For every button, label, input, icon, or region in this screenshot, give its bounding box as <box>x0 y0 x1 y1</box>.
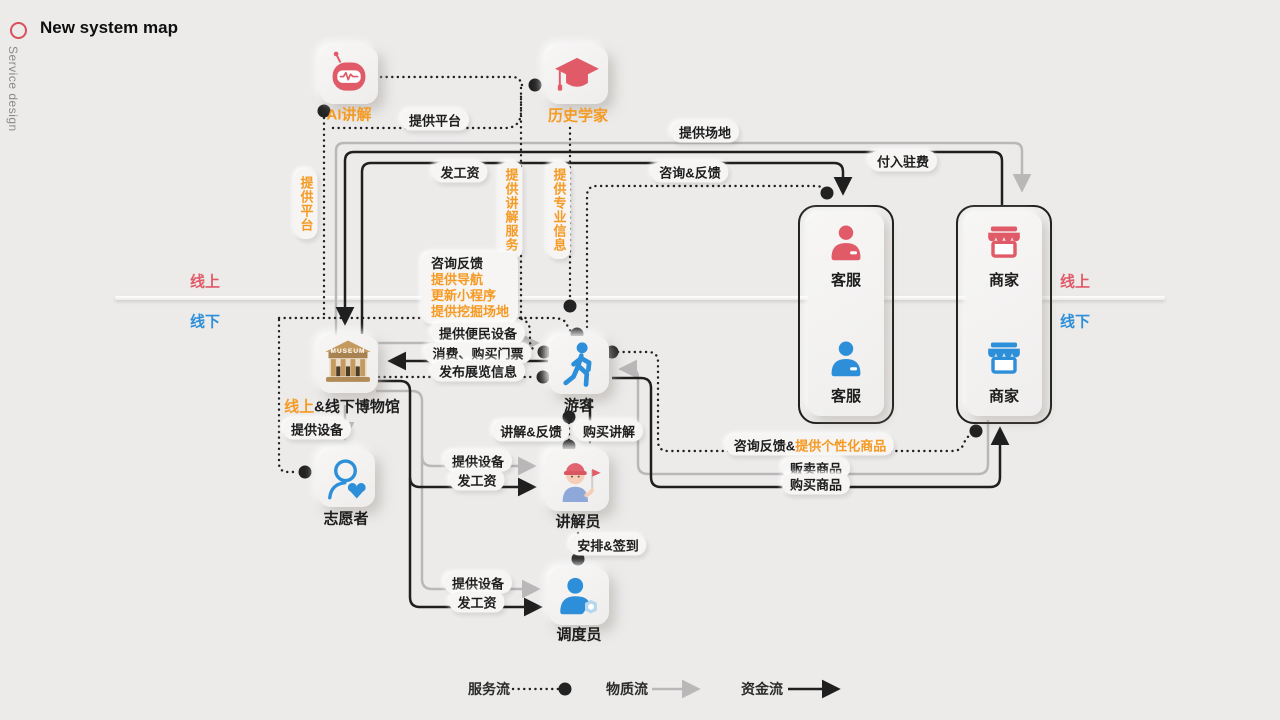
edge-label-entry-fee: 付入驻费 <box>868 150 938 172</box>
edge-label-professional-info-vertical: 提供专业信息 <box>547 161 571 259</box>
edge-label-sell-goods: 贩卖商品 <box>781 457 851 479</box>
node-label-volunteer: 志愿者 <box>323 510 369 528</box>
edge-label-buy-goods: 购买商品 <box>781 473 851 495</box>
shop-red-icon <box>988 226 1020 258</box>
node-museum: MUSEUM <box>318 335 378 393</box>
merchant-online-group: 商家 <box>981 221 1027 290</box>
edge-label-explain-service-vertical: 提供讲解服务 <box>499 161 523 259</box>
online-offline-divider <box>115 296 1165 300</box>
edge-label-consult-feedback-cs: 咨询&反馈 <box>651 161 729 183</box>
edge-label-equip-guide: 提供设备 <box>443 450 513 472</box>
node-guide <box>545 449 609 511</box>
edge-label-equip-dispatcher: 提供设备 <box>443 572 513 594</box>
museum-sign-text: MUSEUM <box>330 348 366 355</box>
volunteer-person-heart-icon <box>327 458 366 499</box>
zone-offline-left: 线下 <box>189 313 221 331</box>
node-historian <box>546 46 608 104</box>
merchant-offline-group: 商家 <box>981 337 1027 406</box>
museum-service-item-miniprogram: 更新小程序 <box>430 288 497 303</box>
node-label-guide: 讲解员 <box>555 513 601 531</box>
edge-label-provide-venue: 提供场地 <box>670 121 740 143</box>
museum-label-rest-part: &线下博物馆 <box>314 398 400 416</box>
node-label-tourist: 游客 <box>563 397 595 415</box>
zone-offline-right: 线下 <box>1059 313 1091 331</box>
edge-label-feedback-personalized: 咨询反馈&提供个性化商品 <box>725 434 895 456</box>
merchant-card: 商家 商家 <box>966 213 1042 416</box>
edge-label-convenience-equipment: 提供便民设备 <box>430 322 526 344</box>
node-volunteer <box>318 450 375 507</box>
museum-services-label-box: 咨询反馈 提供导航 更新小程序 提供挖掘场地 <box>421 252 519 324</box>
shop-blue-icon <box>988 342 1020 374</box>
page-title: New system map <box>40 18 178 37</box>
node-label-dispatcher: 调度员 <box>556 626 602 644</box>
edge-label-salary-guide: 发工资 <box>449 469 505 491</box>
title-bullet-circle-icon <box>10 22 27 39</box>
node-label-merchant-offline: 商家 <box>988 388 1019 405</box>
agent-person-red-icon <box>831 225 861 261</box>
tour-guide-icon <box>562 463 601 502</box>
edge-label-pay-salary-cs: 发工资 <box>432 161 488 183</box>
node-label-cs-online: 客服 <box>830 272 861 289</box>
edge-label-provide-platform: 提供平台 <box>400 109 470 131</box>
material-flow-lines <box>334 141 1032 699</box>
robot-icon <box>332 51 366 91</box>
legend-service-flow: 服务流 <box>468 681 510 697</box>
node-label-merchant-online: 商家 <box>988 272 1019 289</box>
cs-offline-group: 客服 <box>824 337 868 406</box>
zone-online-right: 线上 <box>1059 273 1091 291</box>
edge-label-exhibition-info: 发布展览信息 <box>430 360 526 382</box>
node-label-historian: 历史学家 <box>547 107 609 125</box>
dispatcher-person-gear-icon <box>560 577 597 614</box>
edge-label-consume-tickets: 消费、购买门票 <box>424 342 532 364</box>
walking-person-icon <box>563 342 592 387</box>
edge-label-buy-explanation: 购买讲解 <box>574 420 644 442</box>
feedback-label-black-part: 咨询反馈& <box>733 438 796 454</box>
edge-label-equip-volunteer: 提供设备 <box>282 418 352 440</box>
node-dispatcher <box>549 568 609 625</box>
node-tourist <box>549 336 609 394</box>
legend-capital-flow: 资金流 <box>741 681 783 697</box>
node-ai-guide <box>320 46 378 104</box>
legend-material-flow: 物质流 <box>606 681 648 697</box>
museum-building-icon <box>325 340 371 382</box>
customer-service-column: 客服 客服 <box>798 205 894 424</box>
feedback-label-orange-part: 提供个性化商品 <box>795 438 887 454</box>
merchant-column: 商家 商家 <box>956 205 1052 424</box>
graduation-cap-icon <box>555 57 599 91</box>
museum-label-online-part: 线上 <box>284 398 315 416</box>
side-caption: Service design <box>6 46 20 132</box>
museum-service-item-excavation: 提供挖掘场地 <box>430 304 510 319</box>
node-label-cs-offline: 客服 <box>830 388 861 405</box>
museum-service-item-navigation: 提供导航 <box>430 272 484 287</box>
edge-label-salary-dispatcher: 发工资 <box>449 591 505 613</box>
node-label-ai: AI讲解 <box>326 106 372 124</box>
customer-service-card: 客服 客服 <box>808 213 884 416</box>
agent-person-blue-icon <box>831 341 861 377</box>
edge-label-arrange-checkin: 安排&签到 <box>569 534 647 556</box>
edge-label-explain-feedback: 讲解&反馈 <box>492 420 570 442</box>
node-label-museum: 线上&线下博物馆 <box>284 396 400 417</box>
capital-flow-lines <box>335 150 1010 699</box>
zone-online-left: 线上 <box>189 273 221 291</box>
museum-service-item-feedback: 咨询反馈 <box>430 256 484 271</box>
edge-label-provide-platform-vertical: 提供平台 <box>294 169 318 239</box>
cs-online-group: 客服 <box>824 221 868 290</box>
